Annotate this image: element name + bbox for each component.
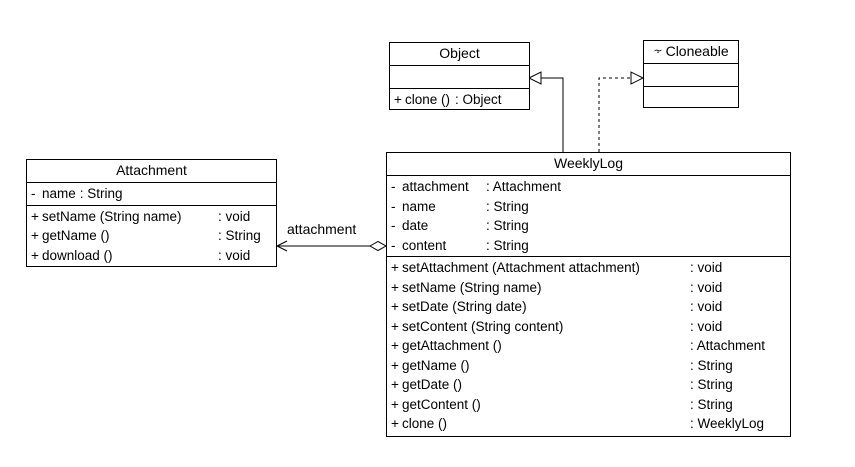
operation-row: + getName () : String — [391, 357, 733, 373]
operation-row: + clone () : WeeklyLog — [391, 416, 765, 431]
generalization-line — [541, 77, 564, 152]
generalization-arrowhead — [527, 71, 542, 85]
operation-row: + getContent () : String — [391, 396, 733, 412]
operation-row: + getName () : String — [31, 228, 261, 243]
class-object[interactable]: Object + clone () : Object — [389, 42, 530, 110]
attributes-compartment: - attachment : Attachment - name : Strin… — [387, 175, 790, 256]
operation-row: + setAttachment (Attachment attachment) … — [391, 260, 723, 275]
operation-row: + getDate () : String — [391, 377, 733, 392]
operation-row: + setName (String name) : void — [31, 208, 251, 224]
operations-compartment: + setName (String name) : void + getName… — [27, 204, 276, 267]
attributes-compartment: - name : String — [27, 182, 276, 205]
aggregation-arrowhead — [275, 240, 288, 252]
class-name: WeeklyLog — [553, 155, 623, 171]
operation-row: + clone () : Object — [394, 92, 502, 107]
class-name: ⸟Cloneable — [653, 43, 729, 59]
attributes-compartment — [390, 65, 529, 88]
attribute-row: - name : String — [31, 186, 123, 201]
attribute-row: - name : String — [391, 198, 529, 214]
operations-compartment — [644, 86, 738, 109]
operations-compartment: + setAttachment (Attachment attachment) … — [387, 256, 790, 435]
operation-row: + getAttachment () : Attachment — [391, 338, 766, 353]
interface-lollipop-icon: ⸟ — [653, 45, 663, 57]
attributes-compartment — [644, 63, 738, 86]
class-cloneable[interactable]: ⸟Cloneable — [643, 40, 739, 108]
operation-row: + setName (String name) : void — [391, 279, 723, 295]
association-label: attachment — [287, 221, 357, 237]
operation-row: + setContent (String content) : void — [391, 318, 723, 334]
attribute-row: - content : String — [391, 237, 529, 253]
class-attachment[interactable]: Attachment - name : String + setName (St… — [26, 159, 277, 267]
operations-compartment: + clone () : Object — [390, 88, 529, 111]
aggregation-diamond — [368, 240, 388, 252]
class-name: Attachment — [116, 162, 187, 178]
realization-line — [598, 77, 631, 152]
class-weeklylog[interactable]: WeeklyLog - attachment : Attachment - na… — [386, 152, 791, 437]
class-name: Object — [439, 45, 480, 61]
attribute-row: - date : String — [391, 218, 529, 233]
realization-arrowhead — [630, 71, 645, 85]
attribute-row: - attachment : Attachment — [391, 179, 562, 194]
operation-row: + download () : void — [31, 247, 251, 263]
operation-row: + setDate (String date) : void — [391, 299, 723, 314]
